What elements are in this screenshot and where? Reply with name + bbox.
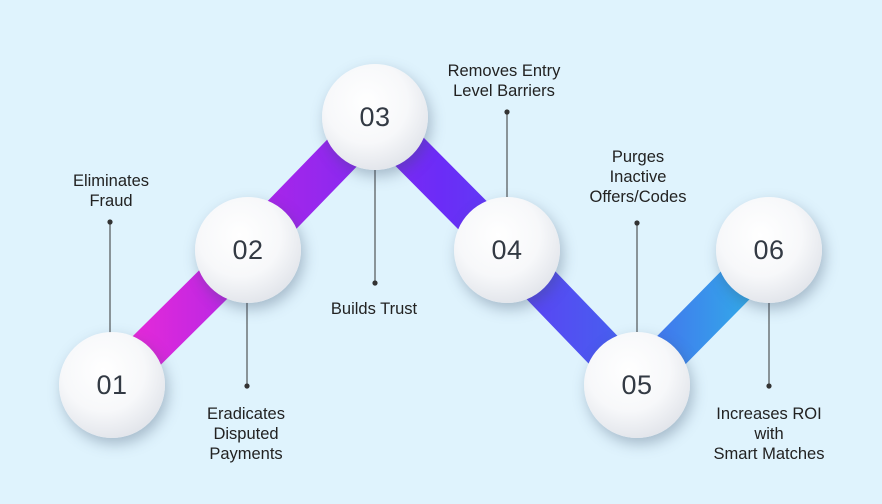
leader-dot-01	[107, 219, 113, 225]
step-label-01: Eliminates Fraud	[26, 171, 196, 211]
step-label-06-line-2: with	[754, 425, 784, 443]
step-label-04-line-2: Level Barriers	[453, 82, 555, 100]
step-label-05-line-1: Purges	[611, 148, 665, 166]
step-label-06-line-1: Increases ROI	[716, 405, 822, 423]
step-label-05-line-2: Inactive	[609, 168, 667, 186]
step-node-05: 05	[584, 332, 690, 438]
step-label-05-line-3: Offers/Codes	[589, 188, 687, 206]
step-label-03: Builds Trust	[289, 299, 459, 319]
step-label-01-line-2: Fraud	[89, 192, 133, 210]
leader-lines	[107, 109, 772, 389]
leader-dot-04	[504, 109, 510, 115]
leader-dot-06	[766, 383, 772, 389]
leader-dot-05	[634, 220, 640, 226]
leader-dot-02	[244, 383, 250, 389]
step-label-06: Increases ROI with Smart Matches	[684, 404, 854, 464]
step-label-04-line-1: Removes Entry	[447, 62, 561, 80]
step-label-06-line-3: Smart Matches	[713, 445, 825, 463]
step-node-03: 03	[322, 64, 428, 170]
step-label-02-line-1: Eradicates	[207, 405, 285, 423]
step-node-06: 06	[716, 197, 822, 303]
step-node-04: 04	[454, 197, 560, 303]
step-node-01: 01	[59, 332, 165, 438]
step-label-02-line-2: Disputed	[213, 425, 279, 443]
step-label-01-line-1: Eliminates	[72, 172, 150, 190]
step-label-02: Eradicates Disputed Payments	[161, 404, 331, 464]
step-label-03-line-1: Builds Trust	[330, 300, 418, 318]
step-label-05: Purges Inactive Offers/Codes	[553, 147, 723, 207]
step-label-04: Removes Entry Level Barriers	[419, 61, 589, 101]
leader-dot-03	[372, 280, 378, 286]
step-label-02-line-3: Payments	[209, 445, 283, 463]
step-node-02: 02	[195, 197, 301, 303]
